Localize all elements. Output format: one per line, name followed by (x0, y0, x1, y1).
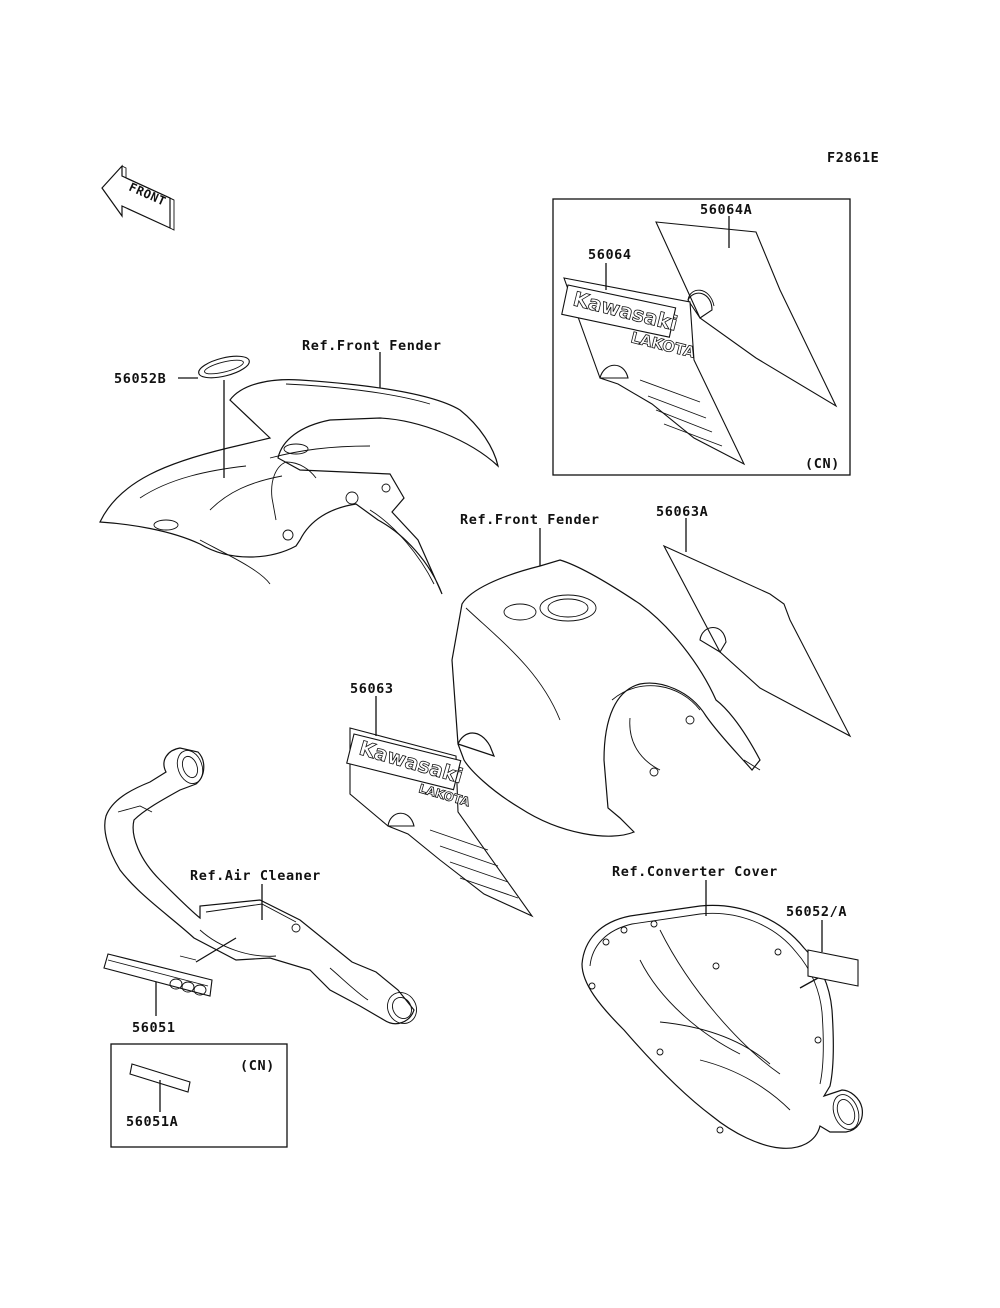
rear-fender (99, 379, 500, 595)
decal-56063A-sheet (662, 544, 852, 738)
label-56051: 56051 (132, 1020, 176, 1036)
converter-cover (581, 904, 863, 1149)
label-56051A: 56051A (126, 1114, 178, 1130)
label-56052A: 56052/A (786, 904, 847, 920)
front-arrow-icon: FRONT (101, 164, 175, 231)
front-fender (451, 559, 761, 837)
label-56063: 56063 (350, 681, 394, 697)
ref-converter-cover-label: Ref.Converter Cover (612, 864, 778, 880)
cn-box-bottom (110, 1043, 288, 1148)
decal-56051A-strip (129, 1063, 191, 1093)
air-cleaner (104, 747, 417, 1025)
cn-box-top (552, 198, 851, 476)
diagram-code: F2861E (827, 150, 879, 166)
ref-front-fender-top-label: Ref.Front Fender (302, 338, 442, 354)
label-56064A: 56064A (700, 202, 752, 218)
decal-56064: Kawasaki LAKOTA (561, 277, 746, 466)
cn-label-top: (CN) (805, 456, 840, 472)
label-56052B: 56052B (114, 371, 166, 387)
decal-56064A-sheet (655, 221, 838, 408)
emblem-56052B (198, 355, 250, 379)
label-56063A: 56063A (656, 504, 708, 520)
decal-56063: Kawasaki LAKOTA (346, 727, 534, 918)
ref-air-cleaner-label: Ref.Air Cleaner (190, 868, 321, 884)
ref-front-fender-mid-label: Ref.Front Fender (460, 512, 600, 528)
label-56064: 56064 (588, 247, 632, 263)
decal-56051 (103, 953, 213, 997)
cn-label-bottom: (CN) (240, 1058, 275, 1074)
decal-56052A (807, 949, 859, 987)
